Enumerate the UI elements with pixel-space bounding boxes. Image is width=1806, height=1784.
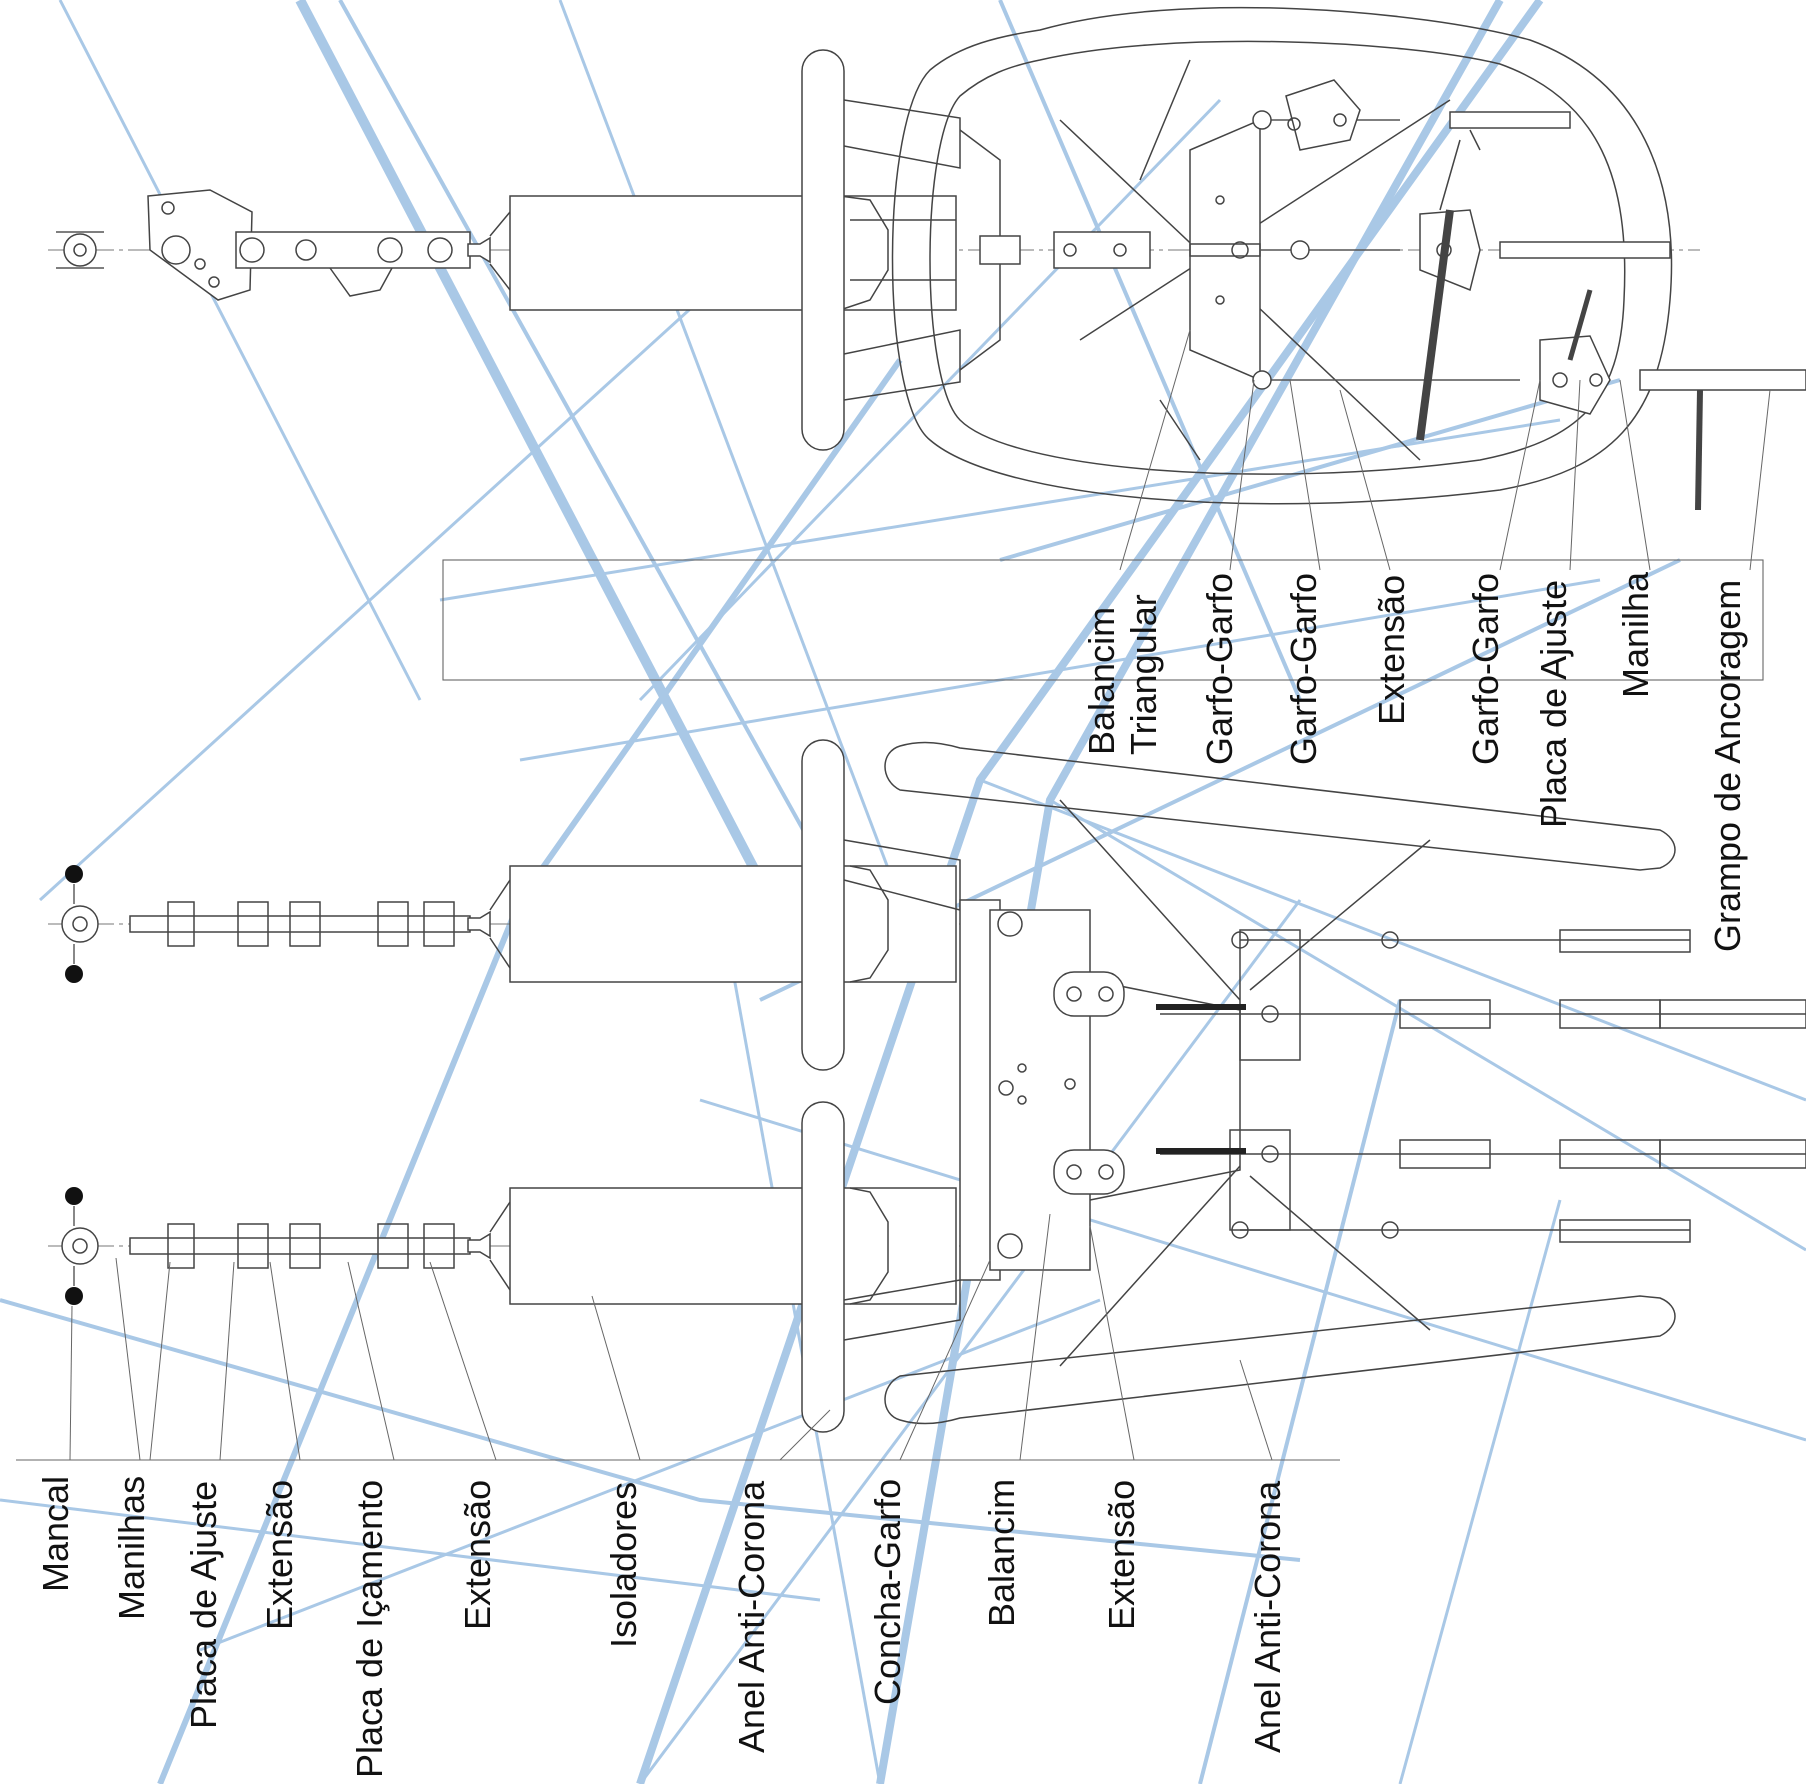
label-extensao-2: Extensão bbox=[457, 1480, 498, 1630]
label-garfo-garfo-1: Garfo-Garfo bbox=[1199, 573, 1240, 765]
bottom-labels: Mancal Manilhas Placa de Ajuste Extensão… bbox=[35, 1476, 1288, 1778]
label-balancim: Balancim bbox=[981, 1479, 1022, 1627]
label-garfo-garfo-3: Garfo-Garfo bbox=[1465, 573, 1506, 765]
label-concha-garfo: Concha-Garfo bbox=[867, 1479, 908, 1705]
label-placa-de-ajuste-top: Placa de Ajuste bbox=[1533, 580, 1574, 828]
label-anel-anti-corona-1: Anel Anti-Corona bbox=[731, 1480, 772, 1753]
label-balancim-triangular-line1: Balancim bbox=[1081, 607, 1122, 755]
top-labels: Balancim Triangular Garfo-Garfo Garfo-Ga… bbox=[1081, 571, 1748, 952]
leader-lines bbox=[69, 329, 1771, 1461]
label-extensao-top: Extensão bbox=[1371, 575, 1412, 725]
label-mancal: Mancal bbox=[35, 1476, 76, 1592]
top-label-frame bbox=[442, 559, 1764, 681]
label-garfo-garfo-2: Garfo-Garfo bbox=[1283, 573, 1324, 765]
label-placa-de-ajuste-bottom: Placa de Ajuste bbox=[183, 1481, 224, 1729]
label-anel-anti-corona-2: Anel Anti-Corona bbox=[1247, 1480, 1288, 1753]
label-balancim-triangular-line2: Triangular bbox=[1123, 594, 1164, 755]
label-extensao-3: Extensão bbox=[1101, 1480, 1142, 1630]
label-manilhas: Manilhas bbox=[111, 1476, 152, 1620]
label-placa-de-icamento: Placa de Içamento bbox=[349, 1480, 390, 1778]
label-extensao-1: Extensão bbox=[259, 1480, 300, 1630]
top-assembly bbox=[48, 6, 1806, 511]
bottom-assembly bbox=[48, 739, 1806, 1433]
label-isoladores: Isoladores bbox=[603, 1482, 644, 1648]
label-grampo-de-ancoragem: Grampo de Ancoragem bbox=[1707, 580, 1748, 952]
label-manilha: Manilha bbox=[1615, 571, 1656, 698]
